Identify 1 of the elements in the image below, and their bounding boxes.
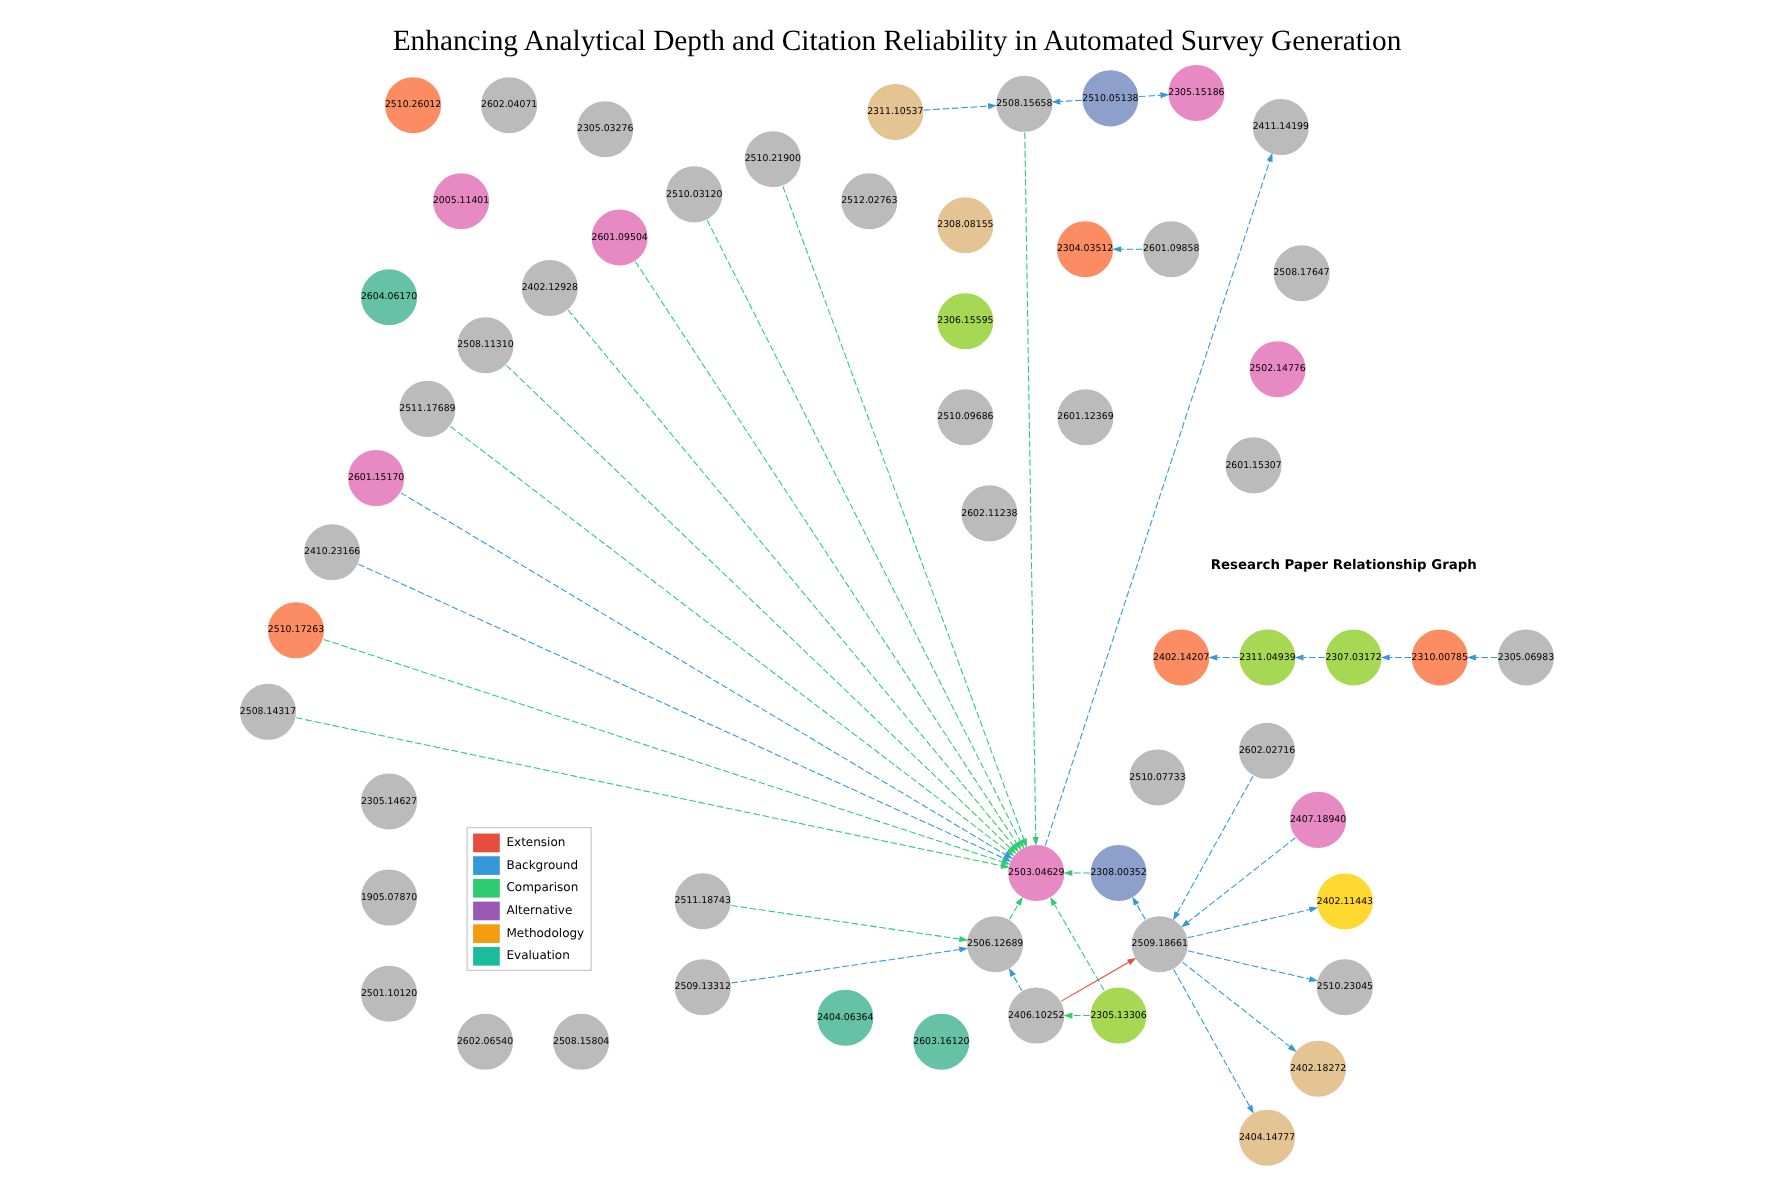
diagram-title: Enhancing Analytical Depth and Citation Reliability in Automated Survey Generation bbox=[391, 26, 1401, 59]
